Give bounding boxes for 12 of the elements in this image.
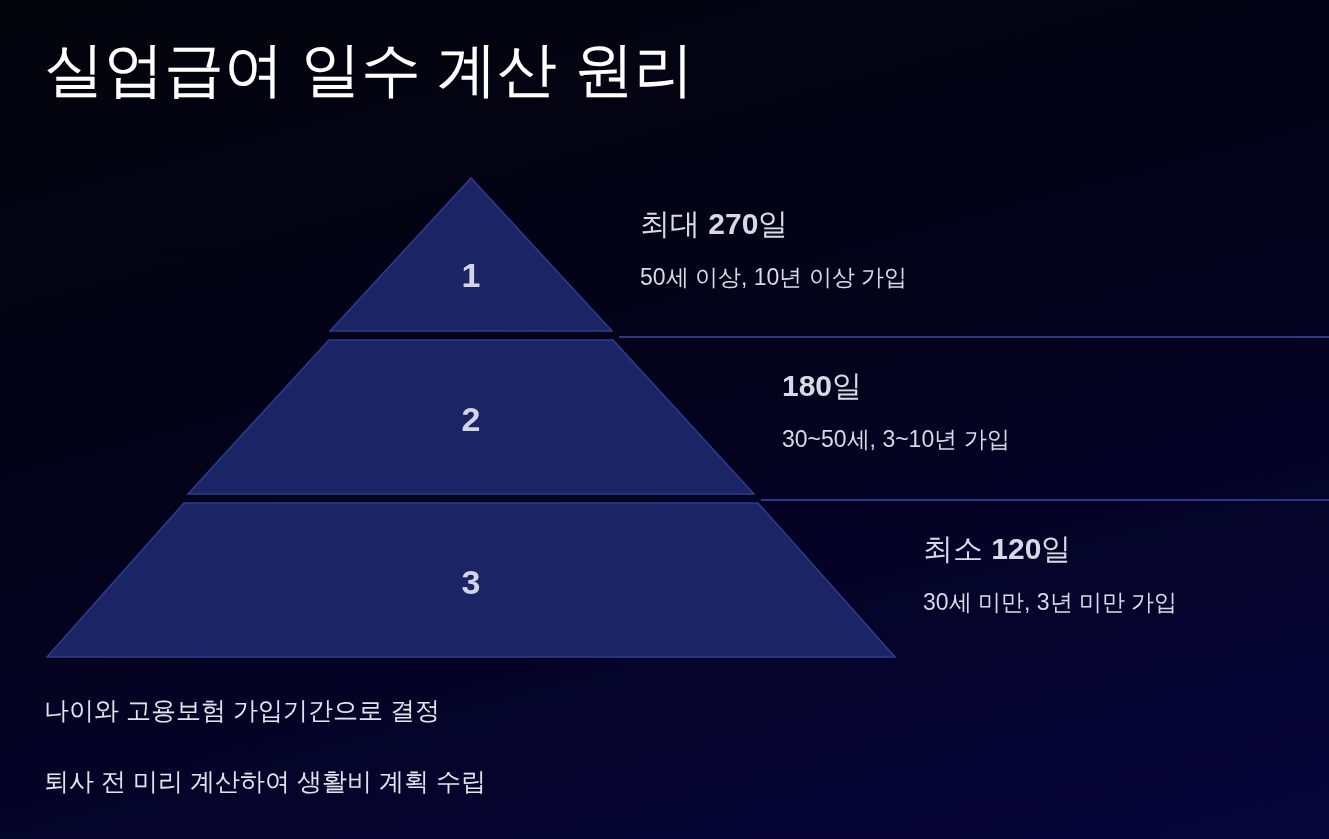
note-text: 퇴사 전 미리 계산하여 생활비 계획 수립 — [44, 766, 486, 797]
tier-number: 1 — [461, 255, 481, 295]
note-text: 나이와 고용보험 가입기간으로 결정 — [44, 695, 440, 726]
tier-heading: 180일 — [782, 368, 864, 404]
title: 실업급여 일수 계산 원리 — [44, 35, 694, 105]
tier-heading: 최대 270일 — [640, 206, 790, 242]
tier-description: 30~50세, 3~10년 가입 — [782, 425, 1010, 454]
tier-description: 30세 미만, 3년 미만 가입 — [923, 588, 1178, 617]
tier-number: 3 — [461, 562, 481, 602]
tier-description: 50세 이상, 10년 이상 가입 — [640, 263, 908, 292]
tier-number: 2 — [461, 399, 481, 439]
tier-heading: 최소 120일 — [923, 531, 1073, 567]
